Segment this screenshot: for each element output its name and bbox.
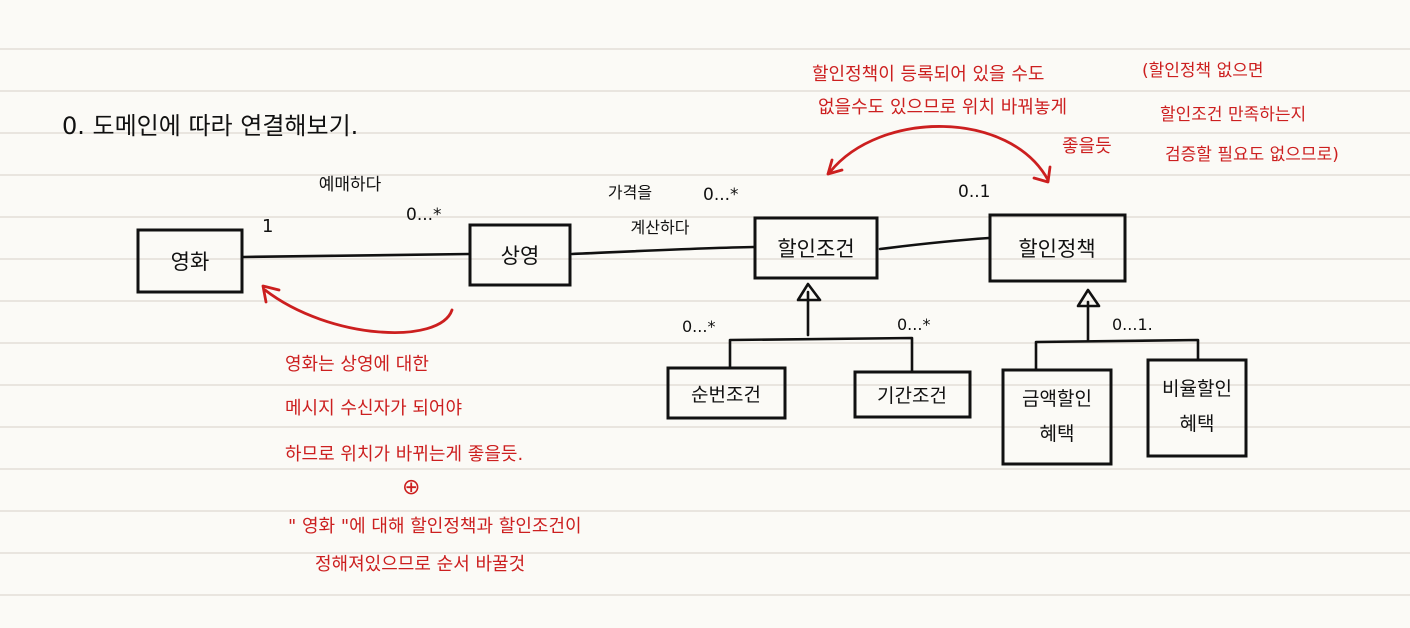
multiplicity-screening-condition: 0...* [703, 185, 739, 205]
policy-inheritance-arrow-icon [1076, 288, 1101, 308]
movie-note-line-2: 메시지 수신자가 되어야 [285, 398, 462, 419]
discount-policy-label: 할인정책 [1018, 237, 1095, 261]
bottom-note-line-1: " 영화 "에 대해 할인정책과 할인조건이 [288, 516, 582, 537]
page-title: 0. 도메인에 따라 연결해보기. [62, 112, 358, 140]
movie-box [136, 228, 244, 294]
side-note-line-2: 할인조건 만족하는지 [1160, 105, 1306, 125]
calc-price-label-1: 가격을 [608, 183, 652, 202]
discount-policy-box [988, 213, 1127, 283]
multiplicity-policy: 0..1 [958, 182, 990, 202]
condition-generalization-branch [728, 336, 914, 374]
plus-icon: ⊕ [402, 475, 420, 500]
multiplicity-period: 0...* [897, 315, 930, 334]
condition-inheritance-arrow-icon [796, 282, 822, 302]
movie-screening-association [241, 252, 471, 259]
discount-condition-label: 할인조건 [777, 237, 854, 261]
screening-label: 상영 [501, 244, 540, 268]
calc-price-label-2: 계산하다 [631, 218, 690, 237]
movie-label: 영화 [171, 250, 210, 274]
multiplicity-one: 1 [262, 216, 273, 237]
policy-note-line-2: 없을수도 있으므로 위치 바꿔놓게 [818, 97, 1067, 118]
side-note-line-3: 검증할 필요도 없으므로) [1165, 145, 1339, 165]
movie-swap-arrowhead-icon [261, 284, 281, 304]
sequence-condition-label: 순번조건 [691, 384, 761, 406]
policy-swap-arrowhead-right-icon [1032, 165, 1052, 184]
period-condition-label: 기간조건 [877, 385, 947, 407]
amount-discount-label-2: 혜택 [1040, 423, 1075, 445]
movie-note-line-3: 하므로 위치가 바뀌는게 좋을듯. [285, 444, 523, 465]
multiplicity-amount: 0...1. [1112, 315, 1153, 334]
screening-condition-association [570, 245, 756, 256]
policy-note-line-3: 좋을듯 [1062, 136, 1112, 157]
amount-discount-label-1: 금액할인 [1022, 388, 1092, 410]
condition-policy-association [878, 236, 991, 251]
sequence-condition-box [666, 366, 787, 420]
movie-note-line-1: 영화는 상영에 대한 [285, 354, 429, 375]
multiplicity-movie-screening: 0...* [406, 205, 442, 225]
percent-discount-label-1: 비율할인 [1162, 378, 1232, 400]
bottom-note-line-2: 정해져있으므로 순서 바꿀것 [315, 554, 525, 575]
discount-condition-box [753, 216, 879, 280]
movie-swap-arrow [263, 288, 454, 334]
policy-generalization-branch [1034, 338, 1200, 372]
percent-discount-label-2: 혜택 [1180, 413, 1215, 435]
side-note-line-1: (할인정책 없으면 [1142, 61, 1264, 81]
multiplicity-sequence: 0...* [682, 317, 715, 336]
policy-note-line-1: 할인정책이 등록되어 있을 수도 [812, 64, 1044, 85]
percent-discount-box [1146, 358, 1248, 458]
policy-swap-arrow [828, 125, 1050, 182]
policy-swap-arrowhead-left-icon [826, 158, 844, 176]
amount-discount-box [1001, 368, 1113, 466]
reserve-label: 예매하다 [319, 175, 382, 195]
screening-box [468, 223, 572, 287]
